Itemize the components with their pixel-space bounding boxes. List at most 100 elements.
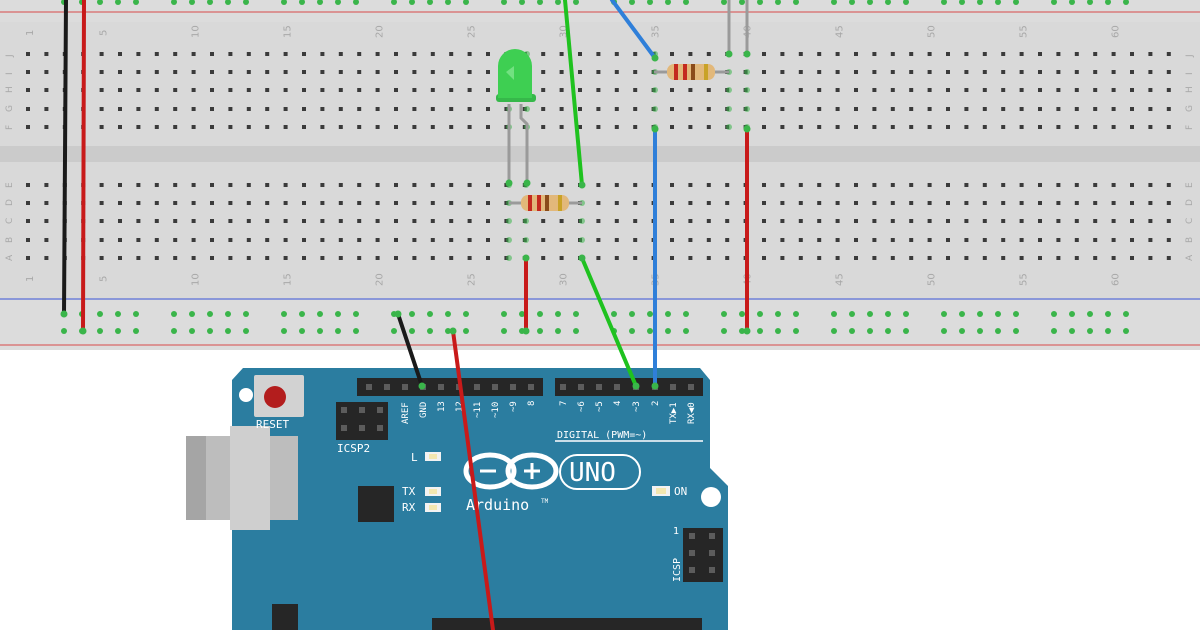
breadboard-hole bbox=[118, 52, 122, 56]
rail-hole bbox=[189, 0, 195, 5]
breadboard-hole bbox=[559, 52, 564, 56]
breadboard-hole bbox=[99, 256, 104, 260]
breadboard-hole bbox=[430, 238, 435, 242]
connected-hole bbox=[652, 87, 658, 93]
breadboard-hole bbox=[1166, 238, 1171, 242]
rail-hole bbox=[831, 311, 837, 317]
breadboard-hole bbox=[394, 88, 398, 92]
breadboard-hole bbox=[541, 219, 546, 223]
rail-hole bbox=[977, 0, 983, 5]
rail-hole bbox=[739, 0, 745, 5]
breadboard-hole bbox=[964, 183, 969, 187]
reset-button-cap[interactable] bbox=[264, 386, 286, 408]
breadboard-hole bbox=[706, 52, 711, 56]
breadboard-hole bbox=[320, 219, 325, 223]
icsp-pin bbox=[689, 533, 695, 539]
breadboard-hole bbox=[1074, 125, 1079, 129]
rail-hole bbox=[903, 311, 909, 317]
breadboard-hole bbox=[1166, 125, 1171, 129]
breadboard-hole bbox=[412, 256, 417, 260]
rail-hole bbox=[391, 328, 397, 334]
breadboard-hole bbox=[394, 201, 398, 205]
breadboard-hole bbox=[872, 88, 877, 92]
breadboard-hole bbox=[614, 183, 619, 187]
breadboard-hole bbox=[357, 70, 362, 74]
breadboard-hole bbox=[946, 125, 950, 129]
breadboard-hole bbox=[265, 125, 270, 129]
rail-hole bbox=[1123, 328, 1129, 334]
wire-end-dot bbox=[522, 327, 530, 335]
breadboard-hole bbox=[26, 88, 30, 92]
led-rx-label: RX bbox=[402, 501, 416, 514]
rail-hole bbox=[573, 311, 579, 317]
rail-hole bbox=[867, 0, 873, 5]
breadboard-hole bbox=[964, 238, 969, 242]
breadboard-hole bbox=[578, 88, 582, 92]
breadboard-hole bbox=[890, 107, 895, 111]
breadboard-hole bbox=[118, 238, 122, 242]
breadboard-hole bbox=[26, 70, 30, 74]
breadboard-hole bbox=[541, 52, 546, 56]
breadboard-hole bbox=[1111, 70, 1116, 74]
arduino-brand: Arduino bbox=[466, 496, 529, 514]
breadboard-hole bbox=[467, 70, 472, 74]
breadboard-hole bbox=[559, 256, 564, 260]
row-letter: I bbox=[1185, 72, 1195, 75]
breadboard-hole bbox=[210, 107, 214, 111]
header-pin bbox=[614, 384, 620, 390]
breadboard-hole bbox=[246, 107, 251, 111]
column-number: 25 bbox=[467, 25, 478, 38]
breadboard-hole bbox=[872, 256, 877, 260]
breadboard-hole bbox=[118, 70, 122, 74]
column-number: 50 bbox=[927, 25, 938, 38]
breadboard-hole bbox=[762, 88, 766, 92]
breadboard-hole bbox=[854, 88, 858, 92]
breadboard-hole bbox=[596, 88, 601, 92]
breadboard-hole bbox=[1019, 125, 1024, 129]
breadboard-hole bbox=[191, 238, 196, 242]
breadboard-hole bbox=[1001, 125, 1006, 129]
rail-hole bbox=[281, 0, 287, 5]
breadboard-hole bbox=[1130, 219, 1134, 223]
breadboard-hole bbox=[154, 238, 159, 242]
breadboard-hole bbox=[173, 107, 178, 111]
breadboard-hole bbox=[375, 256, 380, 260]
breadboard-hole bbox=[265, 70, 270, 74]
breadboard-hole bbox=[1093, 70, 1098, 74]
wire-end-dot bbox=[743, 50, 751, 58]
breadboard-hole bbox=[688, 256, 693, 260]
breadboard-hole bbox=[872, 201, 877, 205]
breadboard-hole bbox=[320, 70, 325, 74]
wire-end-dot bbox=[522, 254, 530, 262]
breadboard-hole bbox=[246, 238, 251, 242]
breadboard-hole bbox=[228, 107, 233, 111]
breadboard-hole bbox=[338, 201, 343, 205]
breadboard-hole bbox=[670, 107, 674, 111]
breadboard-hole bbox=[946, 183, 950, 187]
breadboard-hole bbox=[927, 88, 932, 92]
breadboard-hole bbox=[1130, 88, 1134, 92]
column-number: 20 bbox=[375, 273, 386, 286]
breadboard-hole bbox=[541, 183, 546, 187]
breadboard-hole bbox=[982, 256, 987, 260]
breadboard-hole bbox=[302, 219, 306, 223]
breadboard-hole bbox=[1019, 201, 1024, 205]
breadboard-hole bbox=[320, 256, 325, 260]
rail-hole bbox=[885, 0, 891, 5]
breadboard-hole bbox=[1038, 125, 1042, 129]
breadboard-hole bbox=[1130, 70, 1134, 74]
breadboard-hole bbox=[1093, 52, 1098, 56]
breadboard-hole bbox=[1166, 256, 1171, 260]
wire-end-dot bbox=[743, 125, 751, 133]
breadboard-hole bbox=[283, 52, 288, 56]
breadboard-hole bbox=[265, 183, 270, 187]
breadboard-hole bbox=[375, 219, 380, 223]
breadboard-hole bbox=[486, 107, 490, 111]
rail-hole bbox=[133, 311, 139, 317]
breadboard-hole bbox=[338, 183, 343, 187]
rail-hole bbox=[537, 0, 543, 5]
rail-hole bbox=[115, 311, 121, 317]
breadboard-hole bbox=[670, 201, 674, 205]
breadboard-hole bbox=[835, 125, 840, 129]
row-letter: A bbox=[5, 254, 15, 261]
